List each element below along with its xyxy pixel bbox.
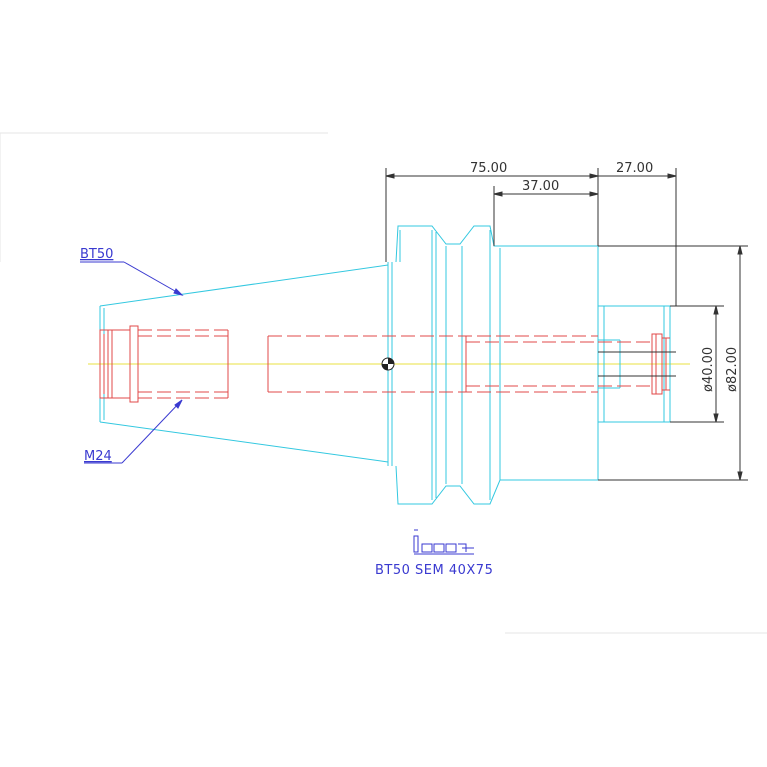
dimension-lines — [385, 168, 748, 481]
dim-overall-length: 75.00 — [470, 161, 507, 176]
sheet-border — [0, 132, 767, 634]
thread-label: M24 — [84, 449, 112, 464]
dim-bore-depth: 27.00 — [616, 161, 653, 176]
taper-label: BT50 — [80, 247, 113, 262]
dim-bore-diameter: ø40.00 — [701, 347, 716, 392]
iscar-logo — [413, 529, 474, 555]
taper-leader — [80, 261, 184, 296]
drawing-caption: BT50 SEM 40X75 — [375, 563, 493, 578]
dim-shank-length: 37.00 — [522, 179, 559, 194]
dim-body-diameter: ø82.00 — [725, 347, 740, 392]
flange-outline — [387, 225, 671, 505]
hidden-bore-lines — [99, 325, 670, 403]
gauge-point-marker — [381, 357, 395, 371]
thread-leader — [84, 399, 183, 464]
